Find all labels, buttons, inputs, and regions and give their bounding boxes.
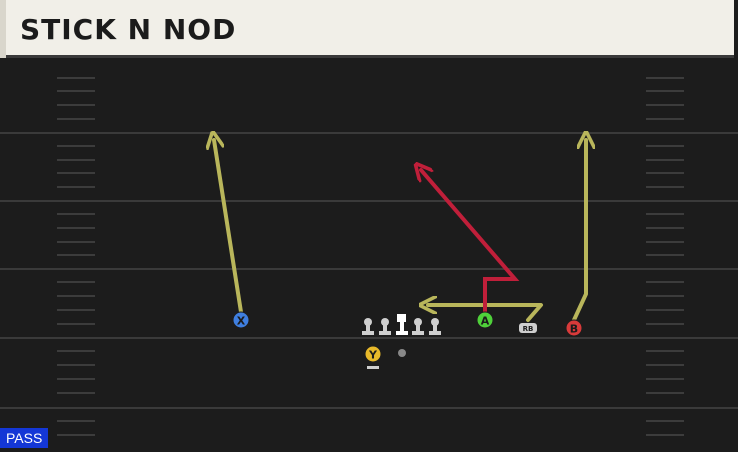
receiver-y-label: Y — [368, 349, 378, 362]
running-back-label: RB — [523, 325, 534, 333]
lineman-left-tackle — [362, 318, 374, 335]
lineman-right-guard — [412, 318, 424, 335]
lineman-right-tackle — [429, 318, 441, 335]
receiver-b[interactable]: B — [565, 319, 583, 337]
center-icon — [396, 314, 408, 335]
route-a — [421, 170, 520, 314]
title-bar: STICK N NOD — [0, 0, 738, 62]
receiver-x[interactable]: X — [232, 311, 250, 329]
yard-lines — [0, 132, 738, 409]
lineman-left-guard — [379, 318, 391, 335]
receiver-a[interactable]: A — [476, 311, 494, 329]
football-icon — [398, 349, 406, 357]
play-type-badge: PASS — [0, 428, 49, 448]
title-card: STICK N NOD — [0, 0, 734, 58]
receiver-b-label: B — [570, 323, 578, 336]
route-x — [214, 140, 243, 314]
title-accent — [0, 0, 6, 58]
hash-marks-left — [57, 77, 95, 436]
running-back[interactable]: RB — [519, 323, 537, 333]
route-b — [572, 140, 586, 322]
hash-marks-right — [646, 77, 684, 436]
receiver-a-label: A — [481, 315, 490, 328]
receiver-y[interactable]: Y — [364, 345, 382, 369]
receiver-x-label: X — [237, 315, 246, 328]
route-rb — [428, 305, 543, 322]
play-title: STICK N NOD — [20, 13, 237, 46]
